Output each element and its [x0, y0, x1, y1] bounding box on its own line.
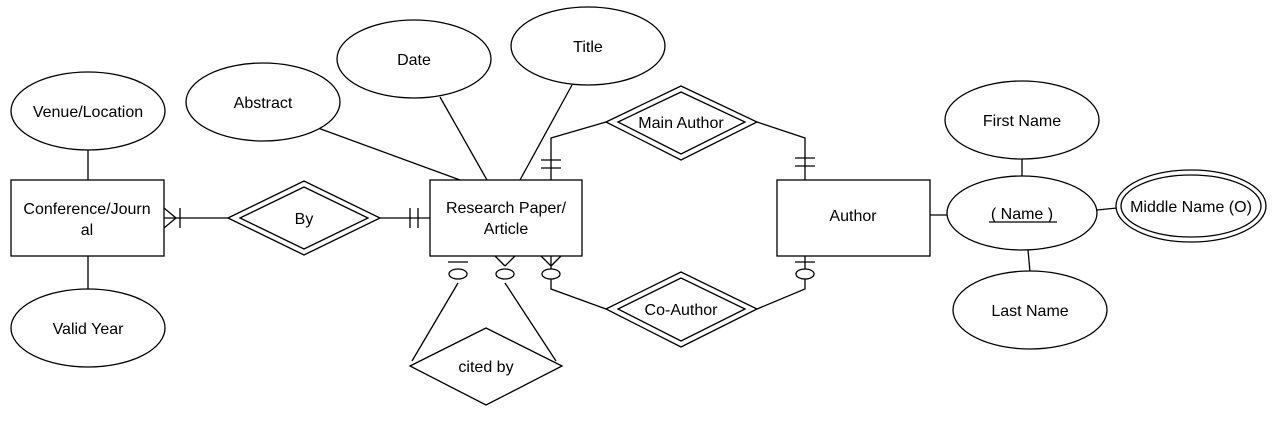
line-lastname-name	[1027, 249, 1031, 273]
double-bar-author-mainauthor	[795, 157, 815, 167]
attribute-valid-year[interactable]: Valid Year	[10, 288, 166, 368]
relationship-cited-by-label: cited by	[458, 359, 513, 376]
entity-conference-label-1: Conference/Journ	[23, 201, 150, 218]
attribute-date[interactable]: Date	[336, 19, 492, 99]
attribute-last-name-label: Last Name	[991, 303, 1068, 320]
attribute-abstract[interactable]: Abstract	[185, 62, 341, 142]
double-bar-paper-mainauthor	[541, 159, 561, 169]
attribute-first-name-label: First Name	[983, 113, 1061, 130]
line-coauthor-author	[756, 256, 806, 310]
relationship-cited-by[interactable]: cited by	[408, 327, 564, 406]
attribute-title[interactable]: Title	[510, 6, 666, 86]
crowfoot-paper-citedby	[494, 255, 516, 280]
entity-author[interactable]: Author	[776, 179, 931, 257]
relationship-co-author[interactable]: Co-Author	[604, 271, 759, 348]
attribute-middle-name-label: Middle Name (O)	[1130, 199, 1252, 216]
crowfoot-paper-coauthor	[540, 255, 562, 280]
relationship-by-label: By	[295, 211, 314, 228]
entity-author-label: Author	[829, 208, 877, 225]
attribute-title-label: Title	[573, 39, 603, 56]
crowfoot-conference-by	[163, 207, 181, 229]
entity-paper-label-1: Research Paper/	[446, 200, 567, 217]
entity-paper-label-2: Article	[484, 221, 529, 238]
line-paper-citedby-right	[504, 282, 557, 362]
line-paper-coauthor	[550, 256, 607, 310]
double-bar-paper-by	[409, 208, 419, 228]
line-date-paper	[439, 96, 488, 181]
attribute-name[interactable]: ( Name )	[946, 175, 1098, 251]
relationship-main-author-label: Main Author	[638, 115, 724, 132]
relationship-co-author-label: Co-Author	[645, 302, 719, 319]
line-mainauthor-author	[756, 121, 806, 180]
attribute-abstract-label: Abstract	[234, 95, 293, 112]
attribute-date-label: Date	[397, 52, 431, 69]
connectors	[87, 84, 1118, 362]
attribute-venue-label: Venue/Location	[33, 104, 143, 121]
relationship-main-author[interactable]: Main Author	[604, 85, 759, 161]
attribute-valid-year-label: Valid Year	[53, 321, 125, 338]
attribute-venue-location[interactable]: Venue/Location	[10, 71, 166, 151]
attribute-name-label: ( Name )	[991, 206, 1053, 223]
line-paper-mainauthor	[550, 121, 607, 180]
line-abstract-paper	[317, 127, 461, 181]
line-paper-citedby-left	[411, 282, 459, 362]
zero-one-author-coauthor	[795, 261, 815, 280]
attribute-first-name[interactable]: First Name	[944, 80, 1100, 160]
cardinality-markers	[163, 157, 815, 280]
line-title-paper	[519, 84, 573, 181]
zero-one-paper-citedby	[448, 261, 468, 280]
entity-conference-label-2: al	[81, 222, 93, 239]
attribute-last-name[interactable]: Last Name	[952, 270, 1108, 350]
entity-research-paper[interactable]: Research Paper/ Article	[429, 179, 583, 257]
attribute-middle-name[interactable]: Middle Name (O)	[1115, 169, 1267, 243]
relationship-by[interactable]: By	[226, 180, 382, 256]
line-middlename-name	[1096, 207, 1118, 211]
entity-conference-journal[interactable]: Conference/Journ al	[10, 179, 165, 257]
